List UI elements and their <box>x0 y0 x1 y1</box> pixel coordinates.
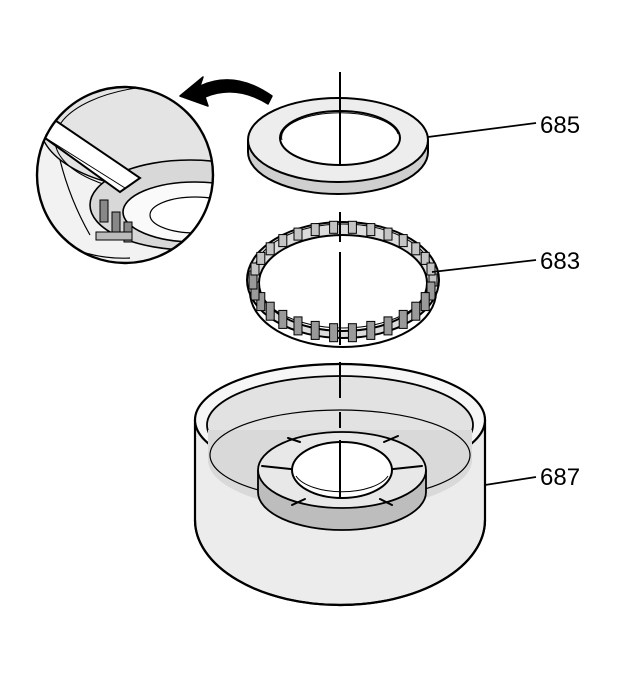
roller-element <box>426 262 436 276</box>
roller-element <box>398 234 408 248</box>
roller-element <box>420 251 430 265</box>
roller-element <box>278 309 288 329</box>
part-683-roller-clutch <box>246 220 440 348</box>
leader-line-683 <box>431 259 537 273</box>
detail-inset-view <box>35 85 215 265</box>
roller-element <box>411 242 421 256</box>
roller-element <box>383 227 393 241</box>
roller-element <box>366 320 376 340</box>
roller-element <box>310 320 320 340</box>
roller-element <box>426 281 436 301</box>
drum-center-hub <box>257 431 427 531</box>
roller-element <box>256 251 266 265</box>
callout-683: 683 <box>431 248 580 275</box>
leader-line-685 <box>427 122 537 138</box>
roller-element <box>256 292 266 312</box>
leader-line-687 <box>484 476 537 486</box>
roller-element <box>411 301 421 321</box>
roller-element <box>310 223 320 237</box>
roller-set <box>248 220 438 343</box>
callout-687: 687 <box>484 464 580 491</box>
callout-label-687: 687 <box>540 464 580 491</box>
callout-685: 685 <box>427 112 580 139</box>
roller-element <box>278 234 288 248</box>
callout-label-683: 683 <box>540 248 580 275</box>
roller-element <box>347 220 357 234</box>
roller-element <box>293 227 303 241</box>
roller-element <box>250 262 260 276</box>
part-685-seal-ring <box>247 97 429 195</box>
roller-element <box>398 309 408 329</box>
roller-element <box>347 323 357 343</box>
roller-element <box>329 323 339 343</box>
roller-element <box>265 242 275 256</box>
roller-element <box>420 292 430 312</box>
callout-label-685: 685 <box>540 112 580 139</box>
roller-element <box>383 316 393 336</box>
curved-arrow-left-icon <box>179 76 273 107</box>
roller-element <box>329 220 339 234</box>
roller-element <box>265 301 275 321</box>
roller-element <box>366 223 376 237</box>
inset-rollers <box>95 199 133 243</box>
roller-element <box>293 316 303 336</box>
